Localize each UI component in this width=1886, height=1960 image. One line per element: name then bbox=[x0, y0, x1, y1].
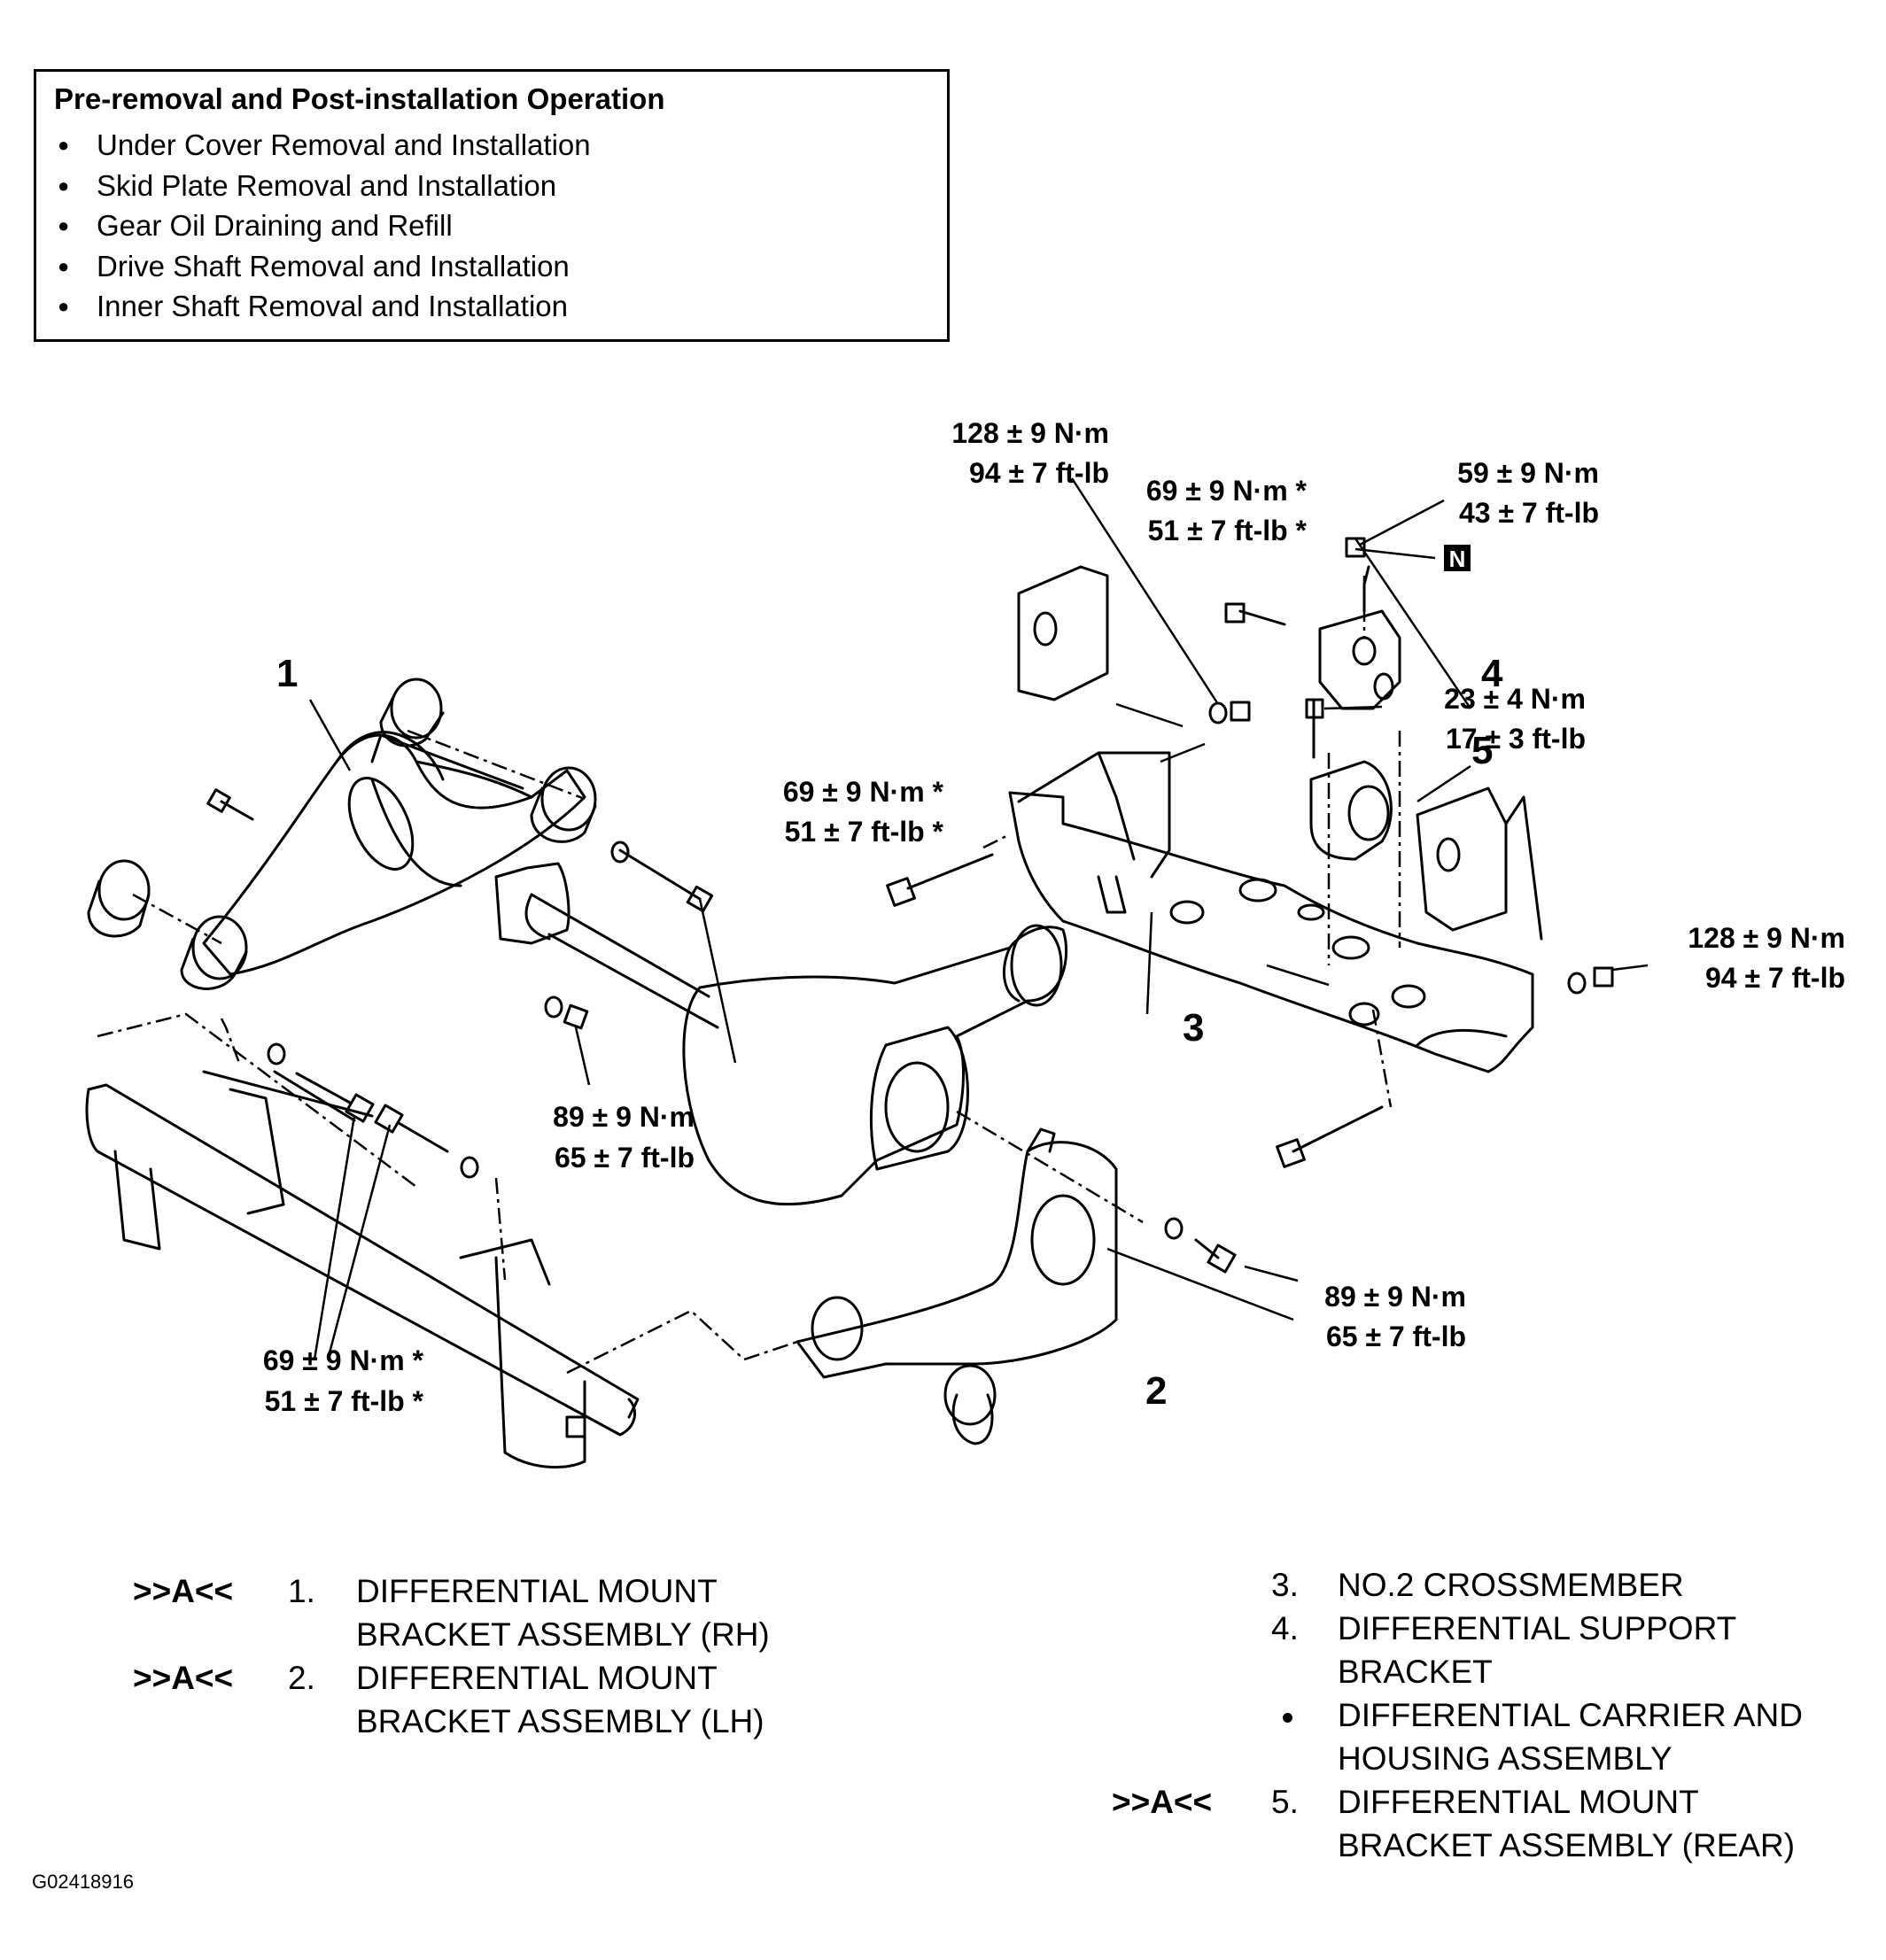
rh-mount-bracket-drawing bbox=[202, 731, 586, 976]
legend-item: 4. DIFFERENTIAL SUPPORT bbox=[1112, 1607, 1882, 1650]
legend-item: DIFFERENTIAL CARRIER AND bbox=[1112, 1693, 1882, 1737]
torque-ftlb: 17 ± 3 ft-lb bbox=[1446, 723, 1586, 755]
rh-bushings-drawing bbox=[87, 678, 597, 990]
callout-2: 2 bbox=[1145, 1369, 1167, 1413]
pre-removal-title: Pre-removal and Post-installation Operat… bbox=[54, 82, 665, 115]
figure-id: G02418916 bbox=[32, 1871, 134, 1893]
legend-item: 3. NO.2 CROSSMEMBER bbox=[1112, 1563, 1882, 1607]
crossmember-drawing bbox=[1008, 751, 1534, 1073]
legend-number: 3. bbox=[1271, 1567, 1299, 1603]
callout-numbers: 1 2 3 4 5 bbox=[276, 652, 1503, 1413]
legend-number: 4. bbox=[1271, 1610, 1299, 1646]
pre-removal-item: Skid Plate Removal and Installation bbox=[54, 166, 929, 206]
n-badge: N bbox=[1449, 546, 1466, 572]
lh-bolts-drawing bbox=[544, 995, 1237, 1274]
legend-text: BRACKET ASSEMBLY (RH) bbox=[356, 1616, 770, 1653]
legend-item: >>A<< 5. DIFFERENTIAL MOUNT bbox=[1112, 1780, 1882, 1824]
callout-3: 3 bbox=[1183, 1006, 1204, 1050]
torque-nm: 128 ± 9 N·m bbox=[1688, 922, 1845, 954]
legend-mark: >>A<< bbox=[133, 1660, 234, 1696]
legend-text: DIFFERENTIAL CARRIER AND bbox=[1338, 1697, 1803, 1733]
lh-mount-bracket-drawing bbox=[796, 1127, 1118, 1445]
frame-rails-drawing bbox=[1017, 565, 1543, 941]
exploded-diagram: 1 2 3 4 5 N 128 ± 9 N·m 94 ± 7 ft-lb 69 … bbox=[85, 417, 1845, 1469]
legend-right: 3. NO.2 CROSSMEMBER 4. DIFFERENTIAL SUPP… bbox=[1112, 1563, 1882, 1867]
legend-text: BRACKET bbox=[1338, 1654, 1493, 1690]
pre-removal-box: Pre-removal and Post-installation Operat… bbox=[34, 69, 950, 342]
rh-bolts-drawing bbox=[206, 788, 714, 913]
lower-frame-bolts-drawing bbox=[267, 1042, 479, 1179]
callout-1: 1 bbox=[276, 652, 298, 695]
legend-text: BRACKET ASSEMBLY (LH) bbox=[356, 1703, 764, 1739]
legend-text: BRACKET ASSEMBLY (REAR) bbox=[1338, 1827, 1796, 1863]
legend-text: DIFFERENTIAL MOUNT bbox=[1338, 1784, 1699, 1820]
torque-nm: 59 ± 9 N·m bbox=[1457, 457, 1599, 489]
legend-text: DIFFERENTIAL SUPPORT bbox=[1338, 1610, 1737, 1646]
torque-nm: 128 ± 9 N·m bbox=[951, 417, 1109, 449]
legend-number: 2. bbox=[288, 1660, 315, 1696]
torque-nm: 89 ± 9 N·m bbox=[1324, 1281, 1466, 1313]
differential-carrier-drawing bbox=[494, 862, 1068, 1206]
legend-text: DIFFERENTIAL MOUNT bbox=[356, 1573, 718, 1609]
bullet-icon bbox=[1283, 1713, 1292, 1723]
torque-ftlb: 65 ± 7 ft-lb bbox=[1326, 1321, 1466, 1352]
rear-mount-bracket-drawing bbox=[1309, 760, 1393, 861]
torque-ftlb: 94 ± 7 ft-lb bbox=[1705, 962, 1845, 994]
pre-removal-item: Gear Oil Draining and Refill bbox=[54, 205, 929, 246]
torque-nm: 23 ± 4 N·m bbox=[1444, 683, 1586, 715]
legend-left: >>A<< 1. DIFFERENTIAL MOUNT BRACKET ASSE… bbox=[124, 1569, 921, 1743]
pre-removal-item: Inner Shaft Removal and Installation bbox=[54, 286, 929, 327]
callout-5: 5 bbox=[1471, 729, 1493, 772]
pre-removal-item: Drive Shaft Removal and Installation bbox=[54, 246, 929, 287]
torque-nm: 69 ± 9 N·m * bbox=[1146, 475, 1308, 507]
legend-number: 1. bbox=[288, 1573, 315, 1609]
torque-ftlb: 65 ± 7 ft-lb bbox=[555, 1142, 695, 1174]
n-badge-box bbox=[1444, 545, 1471, 571]
torque-nm: 69 ± 9 N·m * bbox=[783, 776, 944, 808]
lower-frame-drawing bbox=[85, 1070, 640, 1469]
torque-nm: 69 ± 9 N·m * bbox=[263, 1344, 424, 1376]
pre-removal-item: Under Cover Removal and Installation bbox=[54, 125, 929, 166]
legend-number: 5. bbox=[1271, 1784, 1299, 1820]
legend-text: DIFFERENTIAL MOUNT bbox=[356, 1660, 718, 1696]
torque-ftlb: 51 ± 7 ft-lb * bbox=[785, 816, 944, 848]
legend-text: HOUSING ASSEMBLY bbox=[1338, 1740, 1673, 1777]
torque-ftlb: 51 ± 7 ft-lb * bbox=[1148, 515, 1308, 546]
torque-ftlb: 94 ± 7 ft-lb bbox=[969, 457, 1109, 489]
torque-labels: 128 ± 9 N·m 94 ± 7 ft-lb 69 ± 9 N·m * 51… bbox=[263, 417, 1845, 1417]
legend-text: NO.2 CROSSMEMBER bbox=[1338, 1567, 1684, 1603]
torque-nm: 89 ± 9 N·m bbox=[553, 1101, 695, 1133]
torque-ftlb: 51 ± 7 ft-lb * bbox=[265, 1385, 424, 1417]
legend-item: >>A<< 2. DIFFERENTIAL MOUNT bbox=[124, 1656, 921, 1700]
legend-item: >>A<< 1. DIFFERENTIAL MOUNT bbox=[124, 1569, 921, 1613]
callout-4: 4 bbox=[1481, 652, 1503, 695]
crossmember-bolts-drawing bbox=[886, 537, 1614, 1168]
pre-removal-list: Under Cover Removal and Installation Ski… bbox=[54, 125, 929, 327]
legend-mark: >>A<< bbox=[1112, 1784, 1213, 1820]
legend-mark: >>A<< bbox=[133, 1573, 234, 1609]
leader-lines bbox=[308, 477, 1649, 1360]
torque-ftlb: 43 ± 7 ft-lb bbox=[1459, 497, 1599, 529]
